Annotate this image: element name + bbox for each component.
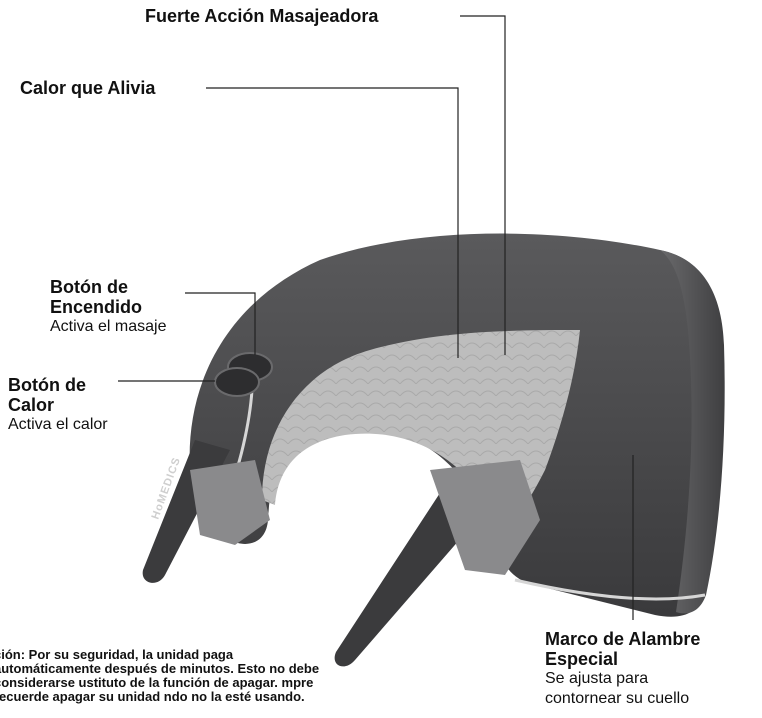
callout-wire-frame: Marco de Alambre Especial Se ajusta para… (545, 629, 700, 709)
leader-power-button (185, 292, 256, 355)
heat-button-title-1: Botón de (8, 375, 86, 395)
leader-massage (460, 15, 506, 355)
leader-heat-relief (206, 87, 459, 358)
callout-heat-button: Botón de Calor Activa el calor (8, 375, 108, 435)
control-buttons (214, 352, 273, 397)
caution-note: ción: Por su seguridad, la unidad paga a… (0, 647, 320, 704)
heat-button-title-2: Calor (8, 395, 55, 415)
power-button-title-2: Encendido (50, 297, 143, 317)
wire-frame-title-1: Marco de Alambre (545, 629, 701, 649)
right-end-block (430, 460, 540, 575)
wire-frame-desc-1: Se ajusta para (545, 670, 649, 687)
left-end-block (190, 460, 270, 545)
callout-power-button: Botón de Encendido Activa el masaje (50, 277, 167, 337)
leader-lines (118, 15, 634, 620)
wire-frame-desc-2: contornear su cuello (545, 690, 690, 707)
callout-massage: Fuerte Acción Masajeadora (145, 6, 379, 26)
heat-button-desc: Activa el calor (8, 416, 108, 433)
power-button-desc: Activa el masaje (50, 318, 167, 335)
power-button-title-1: Botón de (50, 277, 128, 297)
callout-heat-relief: Calor que Alivia (20, 78, 156, 98)
right-side-panel (660, 250, 725, 614)
wire-frame-title-2: Especial (545, 649, 619, 669)
